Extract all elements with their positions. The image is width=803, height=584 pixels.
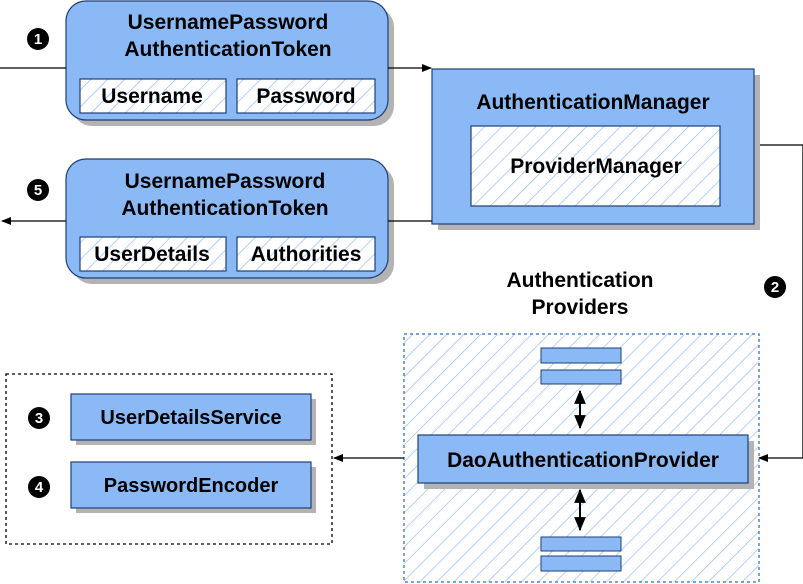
request-token-title-line1: UsernamePassword	[128, 11, 329, 34]
password-field-label: Password	[256, 85, 355, 108]
result-token-group: UsernamePassword AuthenticationToken Use…	[65, 158, 394, 284]
authentication-providers-container: DaoAuthenticationProvider	[403, 333, 760, 583]
step-badge-1: 1	[27, 28, 49, 50]
step-badge-4: 4	[28, 476, 50, 498]
svg-text:5: 5	[34, 182, 42, 199]
result-token-title-line1: UsernamePassword	[125, 170, 326, 193]
dao-provider-box	[417, 434, 749, 484]
authorities-field-label: Authorities	[251, 243, 362, 266]
authorities-field-box	[236, 236, 376, 272]
svg-text:1: 1	[34, 31, 42, 48]
password-encoder-label: PasswordEncoder	[104, 475, 279, 497]
step-badge-5: 5	[27, 179, 49, 201]
user-details-field-label: UserDetails	[94, 243, 210, 266]
manager-to-provider-arrow	[758, 144, 803, 462]
authentication-manager-title: AuthenticationManager	[476, 91, 709, 114]
dependencies-group: UserDetailsService PasswordEncoder	[5, 373, 333, 545]
provider-manager-box	[470, 125, 721, 207]
user-details-service-label: UserDetailsService	[100, 407, 281, 429]
provider-placeholder-bottom-1	[540, 536, 622, 552]
provider-manager-label: ProviderManager	[510, 155, 682, 178]
dao-provider-label: DaoAuthenticationProvider	[447, 449, 719, 472]
user-details-service-box	[70, 393, 312, 441]
password-encoder-box	[70, 461, 312, 509]
step-badge-3: 3	[28, 407, 50, 429]
result-token-title-line2: AuthenticationToken	[121, 197, 328, 220]
authentication-manager-group: AuthenticationManager ProviderManager	[431, 68, 760, 230]
username-field-box	[79, 78, 227, 114]
svg-text:3: 3	[35, 410, 43, 427]
provider-placeholder-top-2	[540, 369, 622, 385]
provider-placeholder-bottom-2	[540, 555, 622, 572]
provider-placeholder-top-1	[540, 347, 622, 364]
password-field-box	[236, 78, 376, 114]
username-field-label: Username	[101, 85, 203, 108]
authentication-providers-label-line2: Providers	[532, 296, 629, 319]
request-token-title-line2: AuthenticationToken	[124, 38, 331, 61]
authentication-providers-label-line1: Authentication	[507, 269, 654, 292]
request-token-group: UsernamePassword AuthenticationToken Use…	[65, 0, 394, 126]
svg-text:2: 2	[771, 279, 779, 296]
svg-text:4: 4	[35, 479, 44, 496]
user-details-field-box	[79, 236, 227, 272]
step-badge-2: 2	[764, 276, 786, 298]
